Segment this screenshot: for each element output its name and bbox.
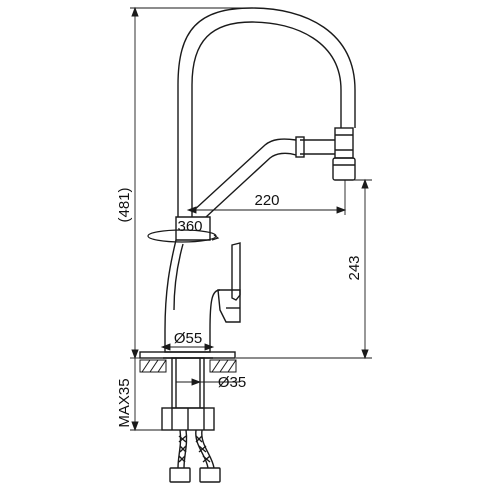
- connector-pipe: [300, 139, 335, 155]
- countertop-section: [139, 359, 237, 373]
- reach-label: 220: [254, 192, 279, 209]
- spray-nozzle: [332, 157, 356, 181]
- dimension-lines: [130, 6, 372, 432]
- hose-fitting-right: [199, 467, 221, 483]
- faucet-body: [139, 7, 356, 483]
- spout-height-label: 243: [346, 255, 363, 280]
- lever-handle: [231, 242, 241, 301]
- faucet-main-body: [164, 239, 221, 353]
- spout-inner-contour: [191, 21, 342, 217]
- rotation-indicator: [147, 229, 220, 243]
- supply-hose-left: [177, 429, 182, 469]
- base-diameter-label: Ø55: [174, 330, 202, 347]
- spout-outer-contour: [177, 7, 356, 217]
- base-plate: [139, 351, 236, 359]
- max-thickness-label: MAX35: [116, 378, 133, 427]
- spout-sleeve: [334, 127, 354, 159]
- supply-hose-right: [195, 429, 209, 469]
- diagonal-arm: [191, 138, 297, 213]
- mounting-shank: [171, 357, 205, 409]
- hole-diameter-label: Ø35: [218, 374, 246, 391]
- rotation-label: 360: [177, 218, 202, 235]
- overall-height-label: (481): [116, 187, 133, 222]
- hose-fitting-left: [169, 467, 191, 483]
